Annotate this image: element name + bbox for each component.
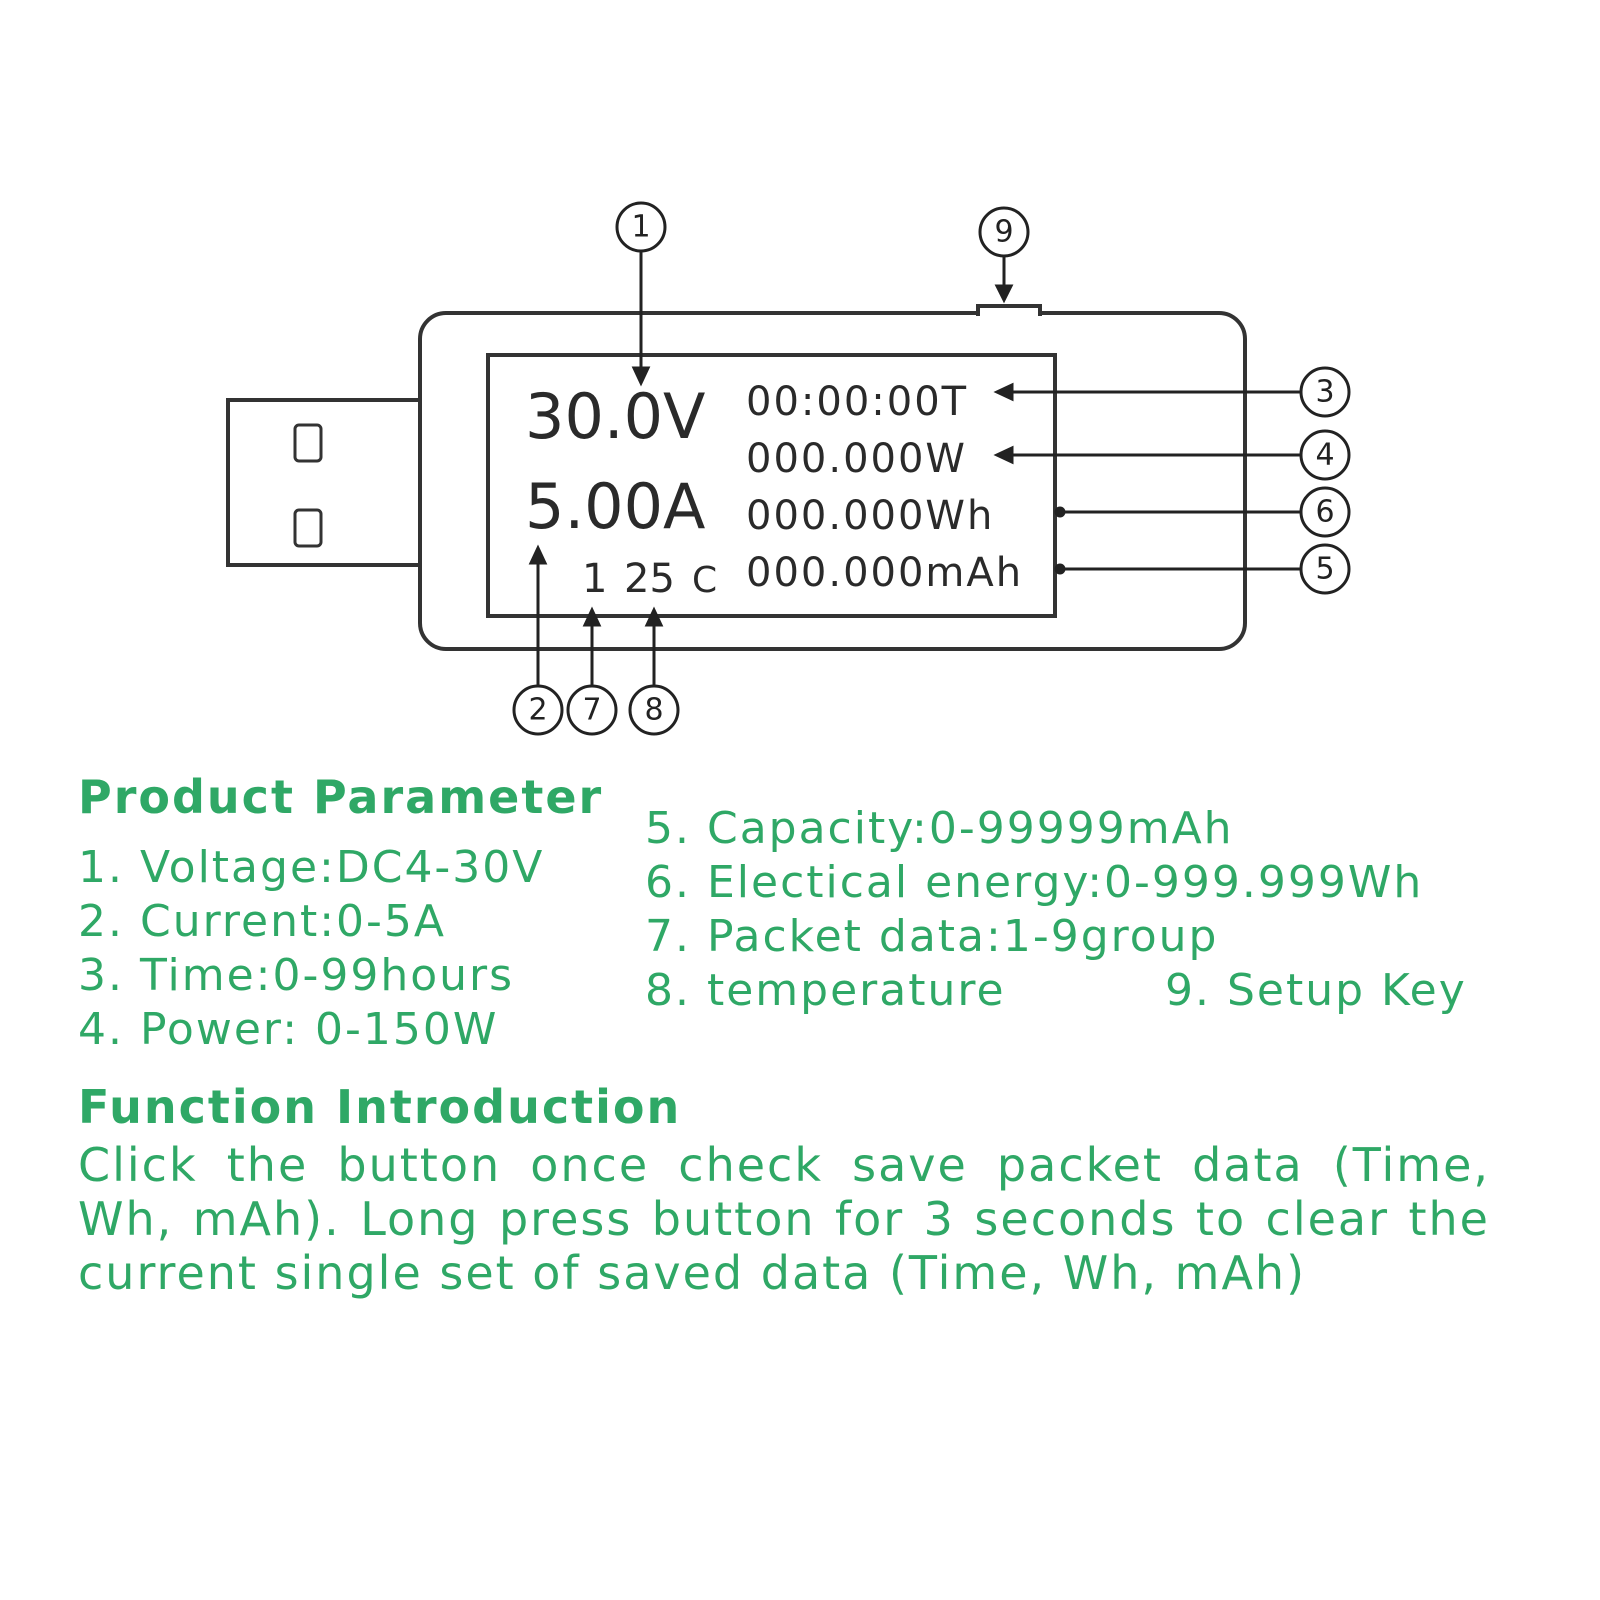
callout-6-label: 6 [1315,495,1334,530]
lcd-time: 00:00:00T [746,379,968,425]
callout-5-label: 5 [1315,552,1334,587]
function-introduction-heading: Function Introduction [78,1080,682,1134]
callout-2-label: 2 [528,693,547,728]
callout-8-circle [628,684,680,736]
callout-8-label: 8 [644,693,663,728]
function-introduction-text: Click the button once check save packet … [78,1138,1490,1300]
param-packet-data: 7. Packet data:1-9group [645,911,1219,962]
lcd-energy: 000.000Wh [746,493,994,539]
callout-9-label: 9 [994,215,1013,250]
lcd-voltage: 30.0V [525,380,705,453]
callout-7-circle [566,684,618,736]
callout-5-circle [1299,543,1351,595]
param-time: 3. Time:0-99hours [78,950,515,1001]
param-voltage: 1. Voltage:DC4-30V [78,842,545,893]
callout-6-dot [1054,506,1066,518]
callout-2-arrow [528,544,548,565]
param-setup-key: 9. Setup Key [1165,965,1467,1016]
callout-3-circle [1299,366,1351,418]
callout-8-arrow [644,606,664,627]
callout-6-circle [1299,486,1351,538]
usb-meter-diagram: 30.0V 5.00A 00:00:00T 000.000W 000.000Wh… [226,201,1351,736]
lcd-capacity: 000.000mAh [746,550,1023,596]
callout-3-label: 3 [1315,375,1334,410]
callout-7-arrow [582,606,602,627]
usb-pin-slot-top [293,423,323,463]
lcd-power: 000.000W [746,436,967,482]
lcd-screen [486,353,1057,618]
param-energy: 6. Electical energy:0-999.999Wh [645,857,1424,908]
callout-2-circle [512,684,564,736]
callout-1-circle [615,201,667,253]
lcd-temperature-unit: C [692,560,717,601]
lcd-current: 5.00A [525,470,705,543]
usb-pin-slot-bottom [293,508,323,548]
callout-4-circle [1299,429,1351,481]
callout-4-arrow [993,445,1014,465]
usb-plug [226,398,428,567]
param-power: 4. Power: 0-150W [78,1004,499,1055]
callout-3-arrow [993,382,1014,402]
lcd-group: 1 [582,556,607,602]
setup-key-button [976,304,1042,316]
callout-7-label: 7 [582,693,601,728]
param-capacity: 5. Capacity:0-99999mAh [645,803,1234,854]
callout-4-label: 4 [1315,438,1334,473]
callout-1-arrow [631,366,651,387]
param-current: 2. Current:0-5A [78,896,447,947]
callout-9-arrow [994,284,1014,304]
callout-1-label: 1 [631,210,650,245]
product-parameter-heading: Product Parameter [78,770,604,824]
callout-5-dot [1054,563,1066,575]
param-temperature: 8. temperature [645,965,1006,1016]
lcd-temperature: 25 [624,556,675,602]
callout-9-circle [978,206,1030,258]
